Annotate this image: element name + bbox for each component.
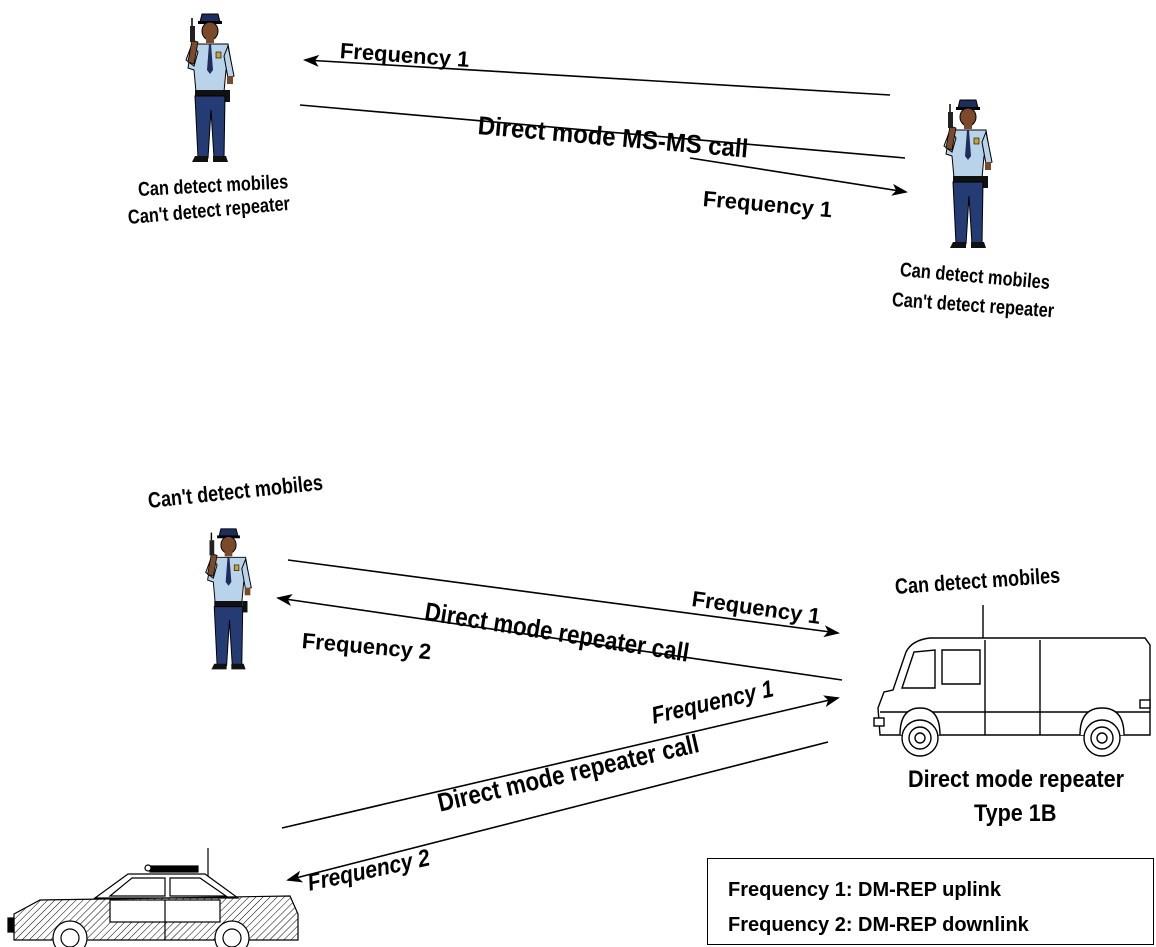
van-icon: [873, 605, 1151, 757]
repeater-name-line: Type 1B: [974, 800, 1057, 827]
arrow-icon: [286, 741, 829, 883]
arrow-icon: [276, 594, 843, 681]
arrow-icon: [303, 54, 891, 96]
legend-box: Frequency 1: DM-REP uplink Frequency 2: …: [707, 858, 1154, 945]
arrow-icon: [287, 559, 840, 638]
call-line: [299, 104, 906, 159]
police-officer-icon: [185, 13, 235, 163]
arrow-icon: [281, 695, 840, 829]
legend-line: Frequency 2: DM-REP downlink: [728, 914, 1029, 936]
police-car-icon: [7, 848, 299, 947]
police-officer-icon: [204, 528, 253, 671]
legend-line: Frequency 1: DM-REP uplink: [728, 879, 1002, 901]
police-officer-icon: [943, 99, 993, 249]
repeater-name-line: Direct mode repeater: [908, 766, 1125, 793]
arrow-icon: [689, 157, 908, 196]
